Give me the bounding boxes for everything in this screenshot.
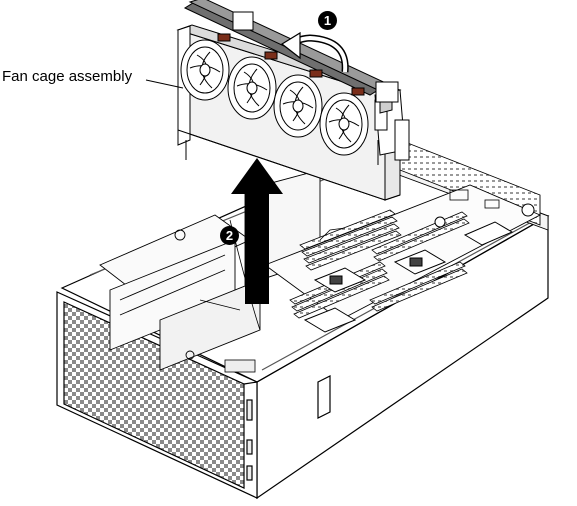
up-arrow-icon <box>231 158 283 304</box>
cpu-sockets <box>303 203 535 333</box>
step-1-badge: 1 <box>318 11 337 30</box>
fan-3 <box>273 69 323 138</box>
step-2-badge: 2 <box>220 226 239 245</box>
fan-cage-assembly-label: Fan cage assembly <box>2 68 133 85</box>
curved-arrow-icon <box>280 31 349 73</box>
fan-2 <box>227 51 278 120</box>
fan-cage-assembly <box>176 0 410 201</box>
callout-leader-line <box>145 79 184 89</box>
fan-4 <box>319 87 369 156</box>
fan-1 <box>180 33 231 101</box>
